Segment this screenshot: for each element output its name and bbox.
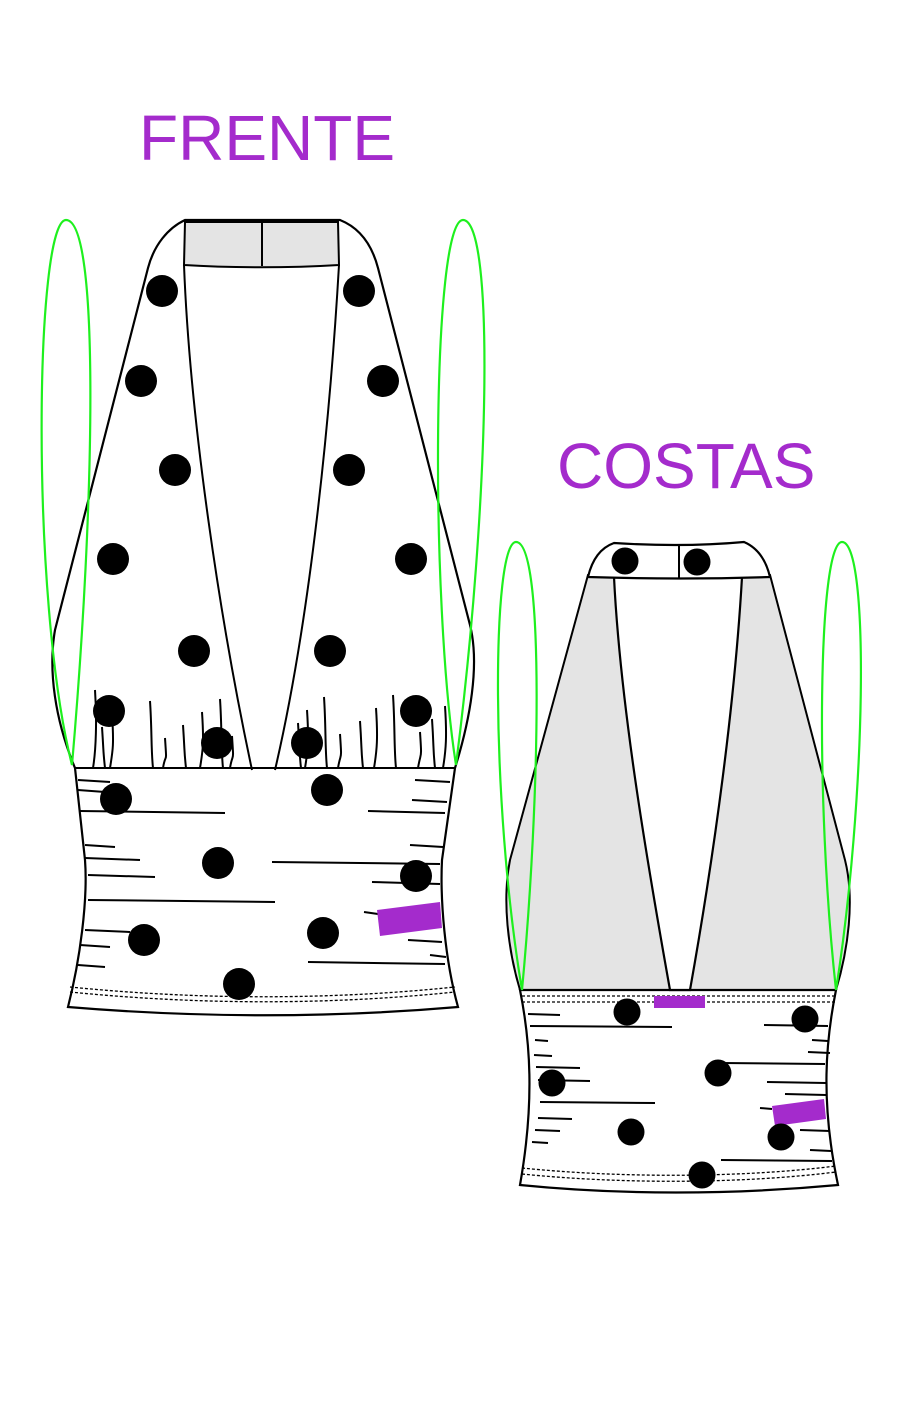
gather-line: [367, 810, 446, 814]
gather-line: [392, 694, 397, 769]
gather-line: [766, 1081, 827, 1084]
gather-line: [77, 964, 106, 968]
gather-line: [77, 779, 111, 783]
polka-dot: [146, 275, 178, 307]
gather-line: [529, 1025, 673, 1028]
front-polka-dots: [93, 275, 432, 1000]
polka-dot: [159, 454, 191, 486]
gather-line: [759, 1107, 773, 1110]
gather-line: [414, 779, 451, 783]
front-label-patch: [377, 902, 442, 936]
back-v-opening: [612, 575, 744, 992]
polka-dot: [311, 774, 343, 806]
polka-dot: [201, 727, 233, 759]
gather-line: [84, 929, 131, 933]
gather-line: [307, 961, 446, 965]
gather-line: [359, 720, 364, 769]
gather-line: [84, 844, 116, 848]
gather-line: [535, 1066, 581, 1069]
gather-line: [162, 737, 168, 769]
right-tie-loop: [436, 218, 486, 766]
polka-dot: [704, 1059, 732, 1087]
polka-dot: [613, 998, 641, 1026]
gather-line: [442, 705, 448, 769]
gather-line: [87, 874, 156, 878]
polka-dot: [683, 548, 711, 576]
gather-line: [363, 911, 379, 915]
gather-line: [429, 954, 447, 958]
gather-line: [809, 1149, 832, 1152]
gather-line: [531, 1141, 549, 1144]
gather-line: [409, 844, 444, 848]
polka-dot: [93, 695, 125, 727]
gather-line: [807, 1051, 831, 1054]
polka-dot: [367, 365, 399, 397]
back-right-tie-loop: [820, 540, 863, 991]
polka-dot: [343, 275, 375, 307]
polka-dot: [617, 1118, 645, 1146]
polka-dot: [400, 860, 432, 892]
gather-line: [534, 1039, 549, 1042]
polka-dot: [611, 547, 639, 575]
polka-dot: [314, 635, 346, 667]
gather-line: [323, 696, 328, 769]
gather-line: [87, 899, 276, 903]
polka-dot: [307, 917, 339, 949]
gather-line: [721, 1062, 826, 1065]
back-view-title: COSTAS: [557, 430, 816, 502]
front-view: [40, 218, 486, 1017]
gather-line: [101, 726, 106, 769]
gather-line: [431, 718, 436, 769]
polka-dot: [291, 727, 323, 759]
polka-dot: [688, 1161, 716, 1189]
polka-dot: [223, 968, 255, 1000]
back-polka-dots: [538, 547, 819, 1189]
back-waistband: [518, 988, 840, 1194]
front-v-neckline: [183, 264, 340, 771]
gather-line: [79, 944, 111, 948]
gather-line: [79, 810, 226, 814]
gather-line: [407, 939, 443, 943]
gather-line: [149, 700, 154, 769]
gather-line: [811, 1039, 829, 1042]
back-view: [496, 540, 863, 1194]
gather-line: [77, 789, 106, 793]
gather-line: [534, 1129, 561, 1132]
back-center-label: [654, 996, 705, 1008]
gather-line: [527, 1013, 561, 1016]
polka-dot: [125, 365, 157, 397]
gather-line: [411, 799, 448, 803]
polka-dot: [767, 1123, 795, 1151]
gather-line: [537, 1117, 573, 1120]
front-view-title: FRENTE: [139, 102, 395, 174]
polka-dot: [202, 847, 234, 879]
polka-dot: [178, 635, 210, 667]
polka-dot: [97, 543, 129, 575]
polka-dot: [100, 783, 132, 815]
polka-dot: [128, 924, 160, 956]
gather-line: [92, 689, 98, 769]
front-top-outline: [51, 218, 476, 1017]
gather-line: [720, 1159, 833, 1162]
gather-line: [373, 707, 379, 769]
gather-line: [84, 857, 141, 861]
polka-dot: [395, 543, 427, 575]
polka-dot: [538, 1069, 566, 1097]
polka-dot: [791, 1005, 819, 1033]
gather-line: [533, 1054, 553, 1057]
polka-dot: [333, 454, 365, 486]
polka-dot: [400, 695, 432, 727]
gather-line: [337, 733, 343, 769]
left-tie-loop: [40, 218, 92, 766]
gather-line: [182, 724, 187, 769]
gather-line: [799, 1129, 831, 1132]
back-label-patch: [772, 1099, 826, 1126]
back-left-tie-loop: [496, 540, 538, 991]
gather-line: [539, 1101, 656, 1104]
gather-line: [784, 1093, 827, 1096]
gather-line: [417, 731, 423, 769]
